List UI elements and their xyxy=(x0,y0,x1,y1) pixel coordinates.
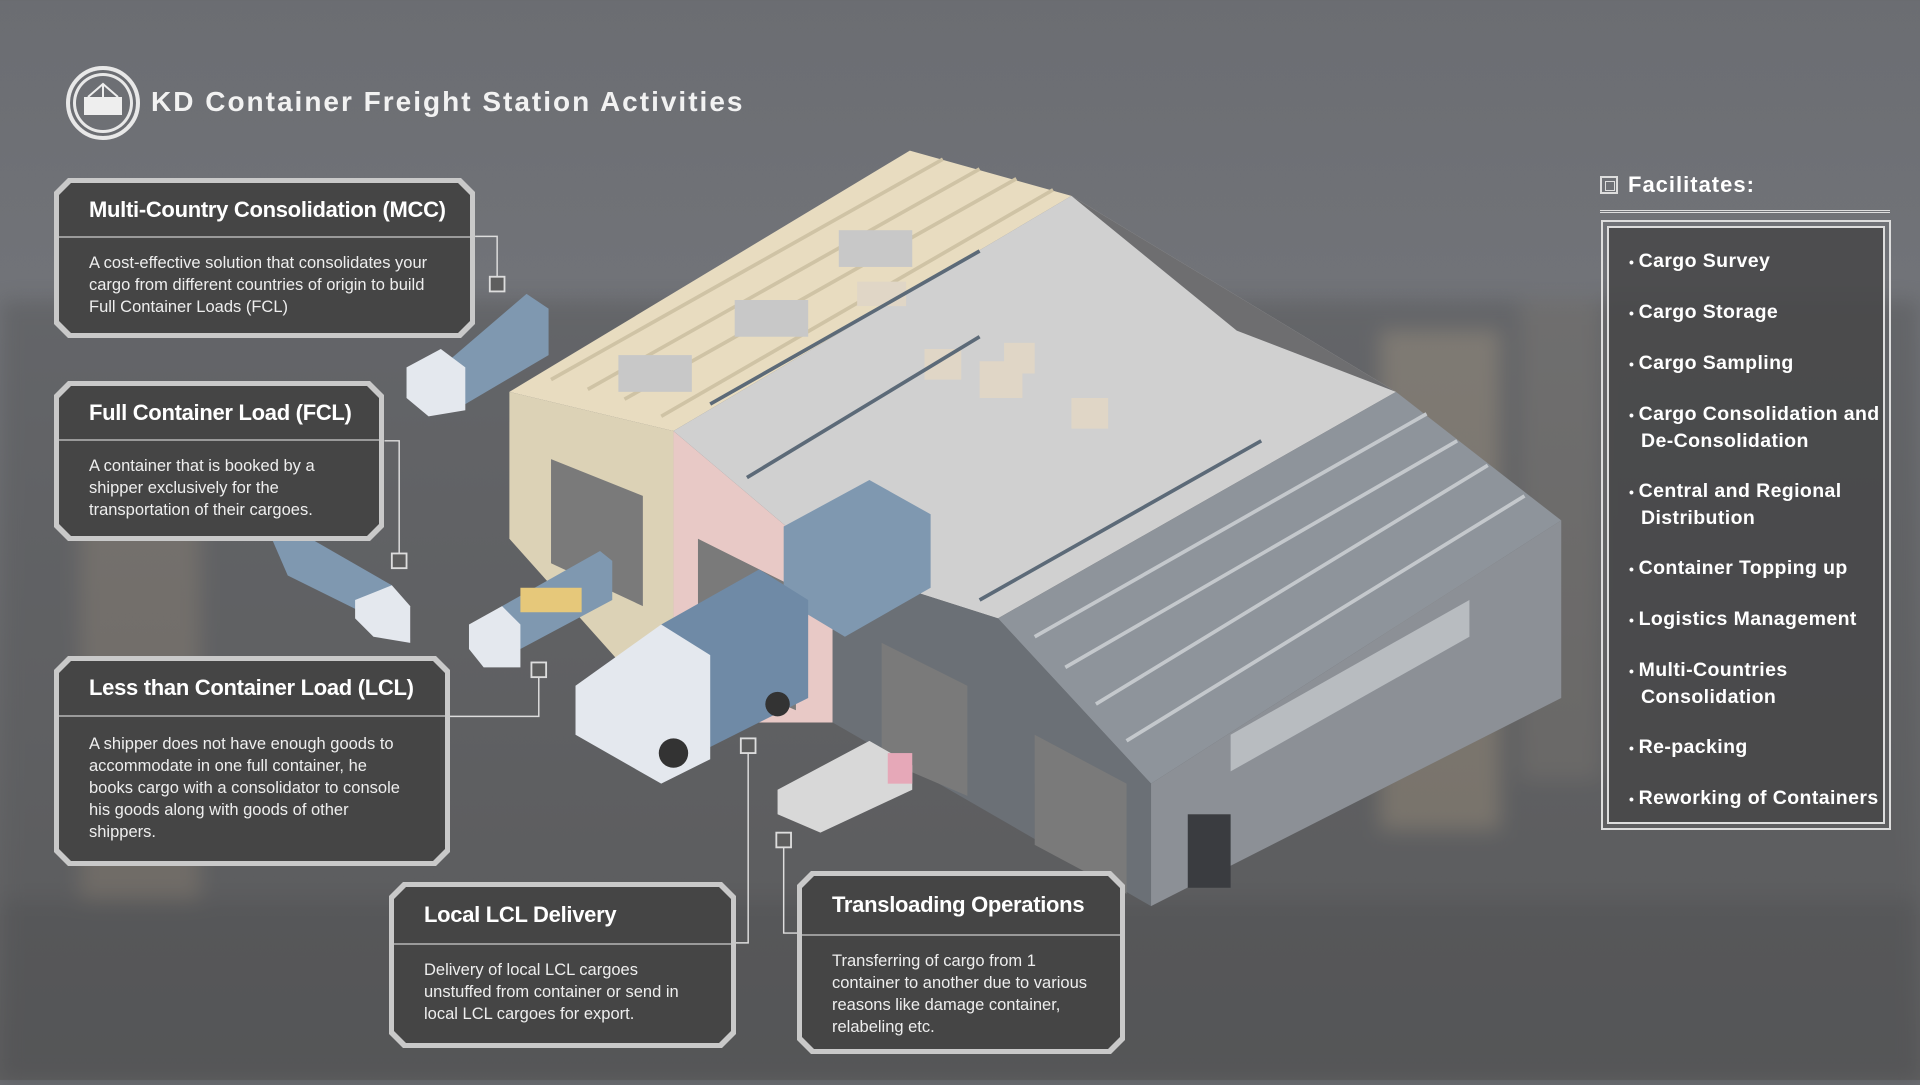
list-item: Multi-Countries Consolidation xyxy=(1629,657,1883,710)
card-mcc: Multi-Country Consolidation (MCC) A cost… xyxy=(54,178,475,338)
facilitates-title: Facilitates: xyxy=(1628,172,1755,197)
card-transloading: Transloading Operations Transferring of … xyxy=(797,871,1125,1054)
list-item: Reworking of Containers xyxy=(1629,785,1883,812)
card-title: Less than Container Load (LCL) xyxy=(59,661,445,717)
list-item: Cargo Storage xyxy=(1629,299,1883,326)
facilitates-list-box: Cargo Survey Cargo Storage Cargo Samplin… xyxy=(1601,220,1891,830)
card-text: A shipper does not have enough goods to … xyxy=(89,735,400,841)
facilitates-list: Cargo Survey Cargo Storage Cargo Samplin… xyxy=(1607,226,1885,824)
card-title: Transloading Operations xyxy=(802,876,1120,936)
container-crane-icon xyxy=(66,66,140,140)
card-text: A cost-effective solution that consolida… xyxy=(89,254,428,316)
card-text: Transferring of cargo from 1 container t… xyxy=(832,952,1088,1036)
list-item: Central and Regional Distribution xyxy=(1629,478,1883,531)
list-item: Cargo Consolidation and De-Consolidation xyxy=(1629,401,1883,454)
card-text: Delivery of local LCL cargoes unstuffed … xyxy=(424,961,679,1023)
card-lcl: Less than Container Load (LCL) A shipper… xyxy=(54,656,450,866)
card-title: Multi-Country Consolidation (MCC) xyxy=(59,183,470,238)
facilitates-header: Facilitates: xyxy=(1600,172,1755,198)
list-item: Re-packing xyxy=(1629,734,1883,761)
page-title: KD Container Freight Station Activities xyxy=(151,86,745,117)
list-item: Container Topping up xyxy=(1629,555,1883,582)
list-item: Logistics Management xyxy=(1629,606,1883,633)
divider xyxy=(1600,210,1890,213)
card-fcl: Full Container Load (FCL) A container th… xyxy=(54,381,384,541)
card-local-lcl: Local LCL Delivery Delivery of local LCL… xyxy=(389,882,736,1048)
card-title: Full Container Load (FCL) xyxy=(59,386,379,441)
list-item: Cargo Sampling xyxy=(1629,350,1883,377)
square-marker-icon xyxy=(1600,176,1618,194)
card-text: A container that is booked by a shipper … xyxy=(89,457,315,519)
list-item: Cargo Survey xyxy=(1629,248,1883,275)
card-title: Local LCL Delivery xyxy=(394,887,731,945)
